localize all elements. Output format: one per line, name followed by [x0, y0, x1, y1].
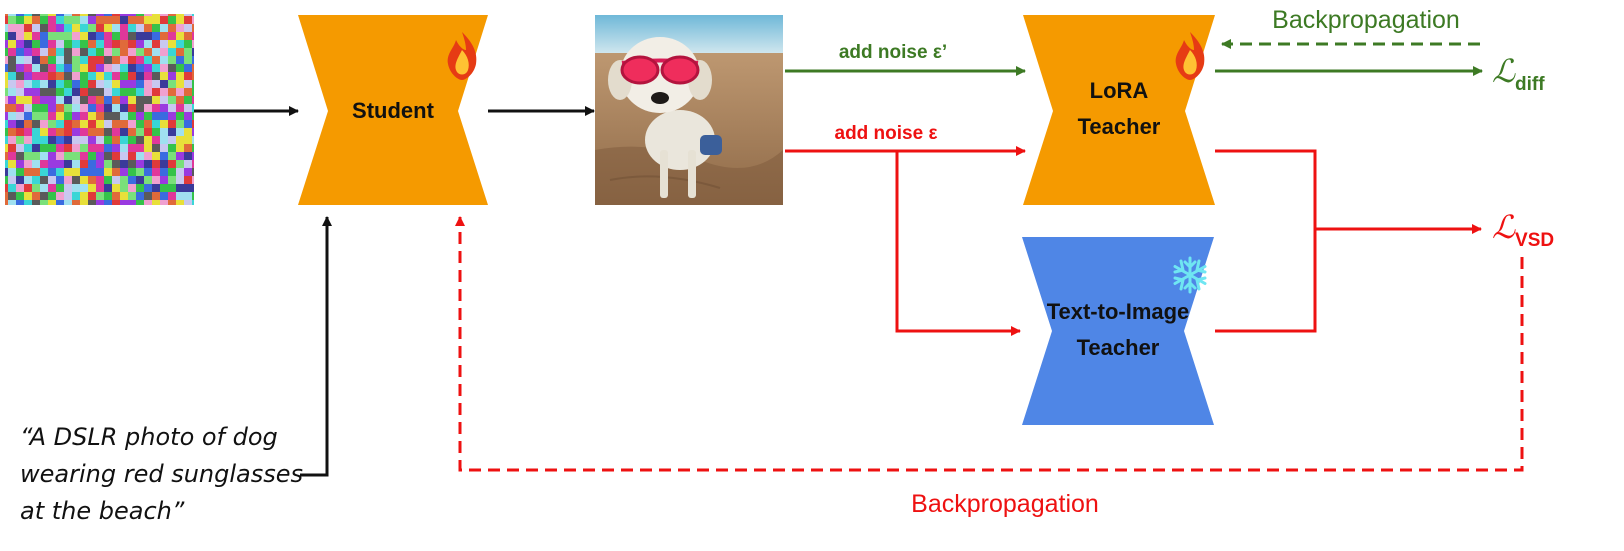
loss-vsd-subscript: VSD	[1515, 230, 1554, 251]
lora-teacher-block: LoRA Teacher	[1023, 15, 1215, 205]
label-add-noise: add noise ε	[835, 123, 938, 144]
noise-input-image	[5, 14, 194, 205]
loss-diff-subscript: diff	[1515, 74, 1545, 95]
t2i-teacher-label-line2: Teacher	[1077, 335, 1160, 360]
student-label: Student	[352, 98, 435, 123]
loss-diff-symbol: ℒ	[1492, 52, 1516, 90]
loss-vsd: ℒVSD	[1492, 208, 1554, 251]
prompt-line-1: “A DSLR photo of dog	[20, 423, 278, 451]
red-backprop-label: Backpropagation	[911, 490, 1099, 518]
snowflake-icon	[1173, 256, 1207, 294]
line-lora-to-vsd	[1215, 149, 1317, 333]
fire-icon	[1175, 32, 1205, 80]
lora-teacher-label-line1: LoRA	[1090, 78, 1149, 103]
red-backprop-arrow	[455, 216, 1524, 472]
t2i-teacher-block: Text-to-Image Teacher	[1022, 237, 1214, 425]
t2i-teacher-label-line1: Text-to-Image	[1047, 299, 1190, 324]
loss-diff: ℒdiff	[1492, 52, 1545, 95]
arrow-noise-to-t2i	[895, 151, 1021, 336]
student-block: Student	[298, 15, 488, 205]
arrow-prompt-to-student	[300, 216, 332, 477]
prompt-line-3: at the beach”	[20, 497, 185, 525]
loss-vsd-symbol: ℒ	[1492, 208, 1516, 246]
fire-icon	[447, 32, 477, 80]
green-backprop-label: Backpropagation	[1272, 6, 1460, 34]
lora-teacher-label-line2: Teacher	[1078, 114, 1161, 139]
prompt-line-2: wearing red sunglasses	[20, 460, 303, 488]
generated-dog-image	[595, 15, 783, 205]
label-add-noise-prime: add noise ε’	[839, 42, 947, 63]
prompt-text: “A DSLR photo of dog wearing red sunglas…	[20, 423, 303, 525]
